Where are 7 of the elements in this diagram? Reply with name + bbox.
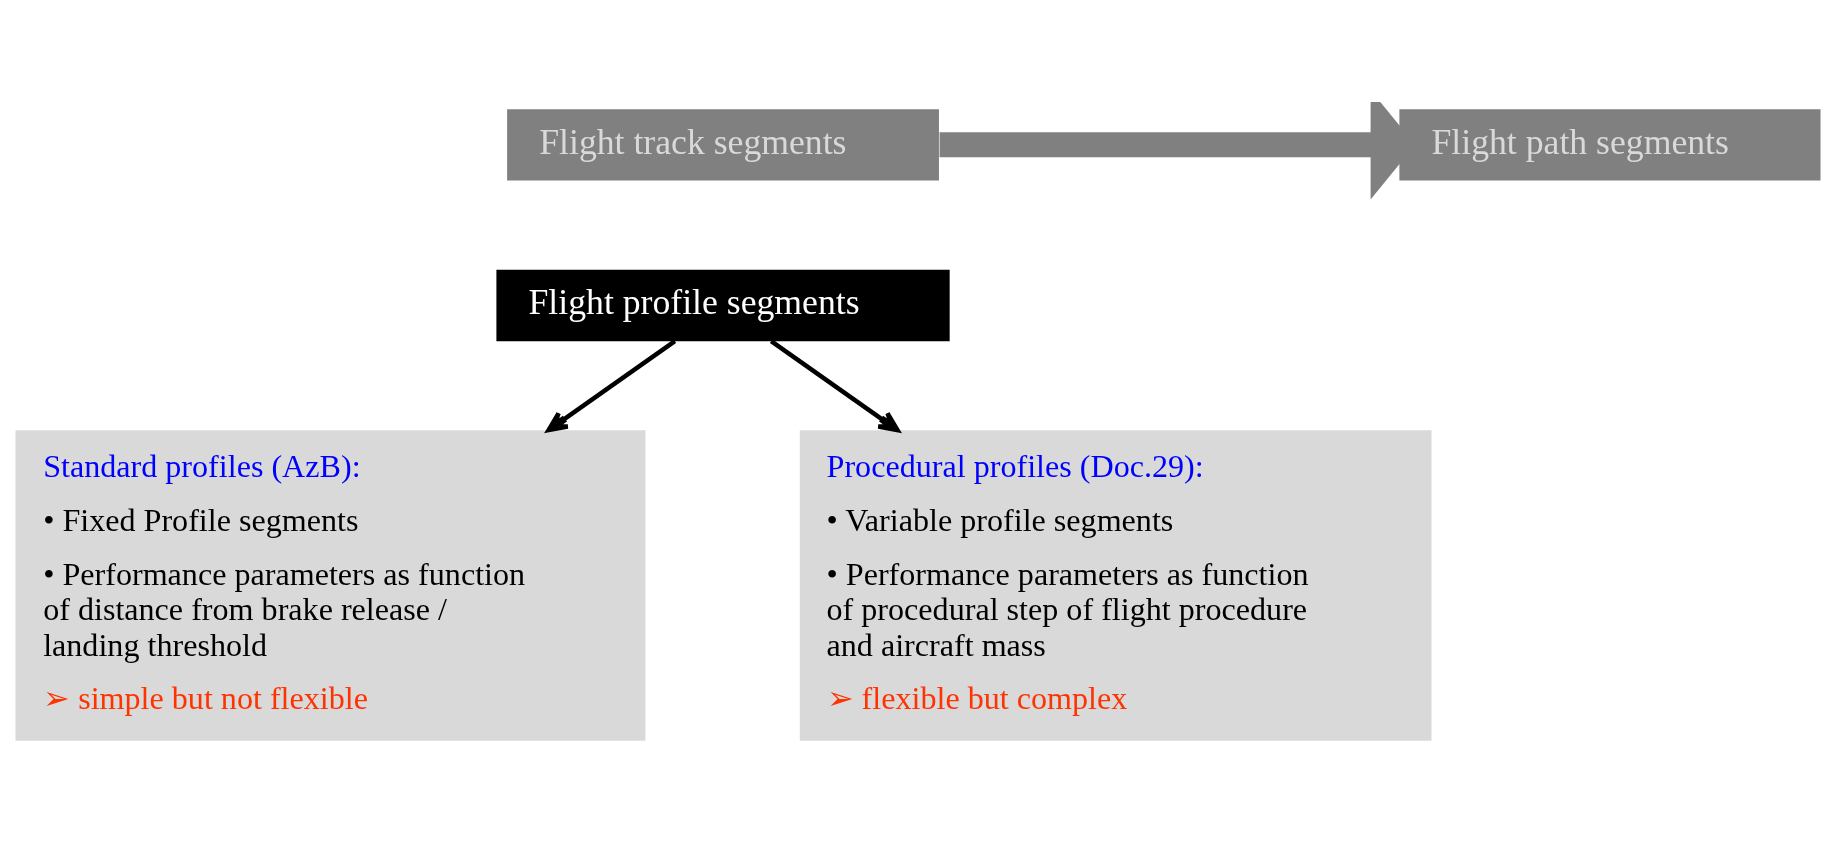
node-box: Flight track segments (507, 108, 939, 180)
arrow (769, 338, 900, 432)
node-box: Standard profiles (AzB): • Fixed Profile segments • Performance parameters as function of distance from brake release / landing threshold ➢ simple but not flexible (15, 429, 646, 741)
node-box: Flight profile segments (496, 269, 950, 341)
arrow (546, 338, 677, 432)
node-box: Flight path segments (1399, 108, 1821, 180)
node-box: Procedural profiles (Doc.29): • Variable profile segments • Performance parameters as function of procedural step of flight procedure and aircraft mass ➢ flexible but complex (799, 429, 1432, 741)
